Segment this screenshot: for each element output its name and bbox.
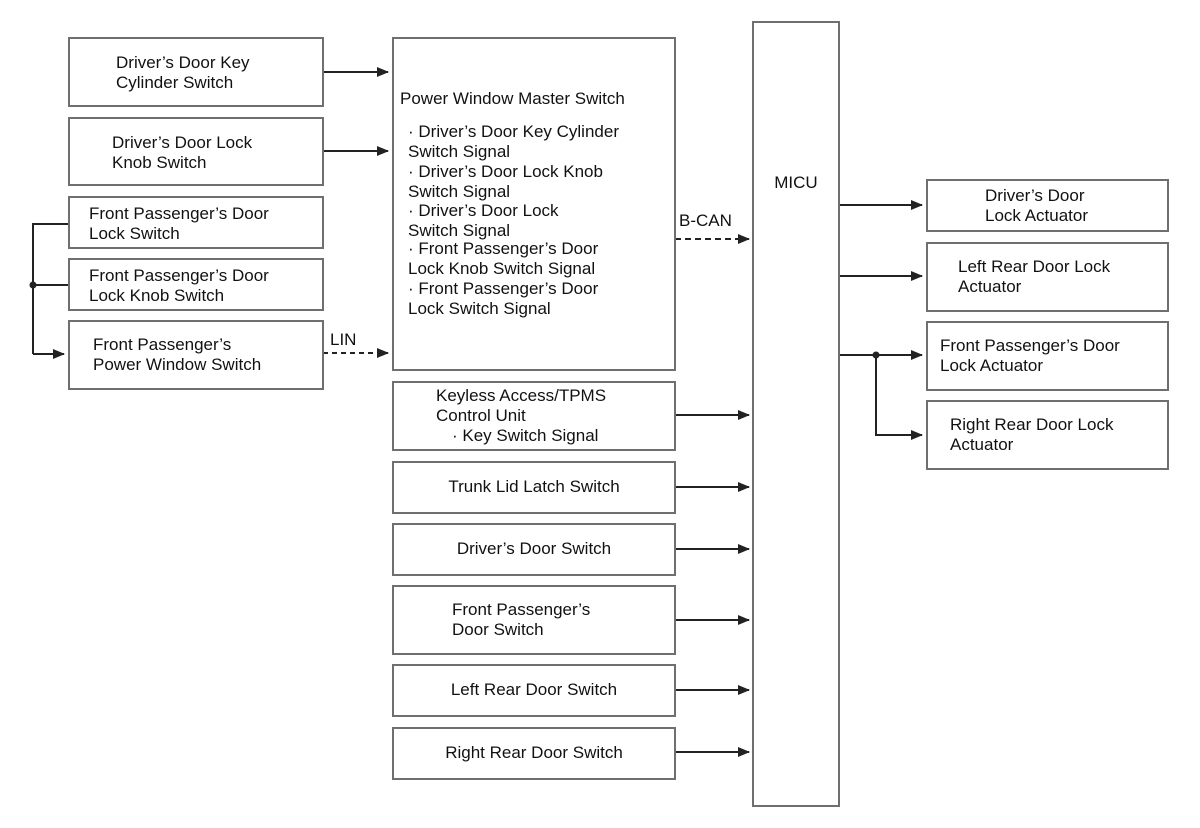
fp-act-line2: Lock Actuator (940, 356, 1044, 375)
drivers-door-lock-actuator-box: Driver’s Door Lock Actuator (926, 179, 1169, 232)
lock-knob-switch-box: Driver’s Door Lock Knob Switch (68, 117, 324, 186)
fp-act-line1: Front Passenger’s Door (940, 336, 1120, 355)
master-switch-title: Power Window Master Switch (400, 89, 625, 108)
master-signal-1: · Driver’s Door Key Cylinder (408, 122, 619, 141)
right-rear-door-switch-box: Right Rear Door Switch (392, 727, 676, 780)
keyless-line1: Keyless Access/TPMS (436, 386, 607, 405)
fp-door-lock-actuator-box: Front Passenger’s Door Lock Actuator (926, 321, 1169, 391)
right-rear-door-lock-actuator-box: Right Rear Door Lock Actuator (926, 400, 1169, 470)
fp-lock-line2: Lock Switch (89, 224, 180, 243)
fp-lock-switch-box: Front Passenger’s Door Lock Switch (68, 196, 324, 249)
keyless-line3: · Key Switch Signal (452, 426, 599, 445)
drv-act-line1: Driver’s Door (985, 186, 1085, 205)
trunk-lid-latch-switch-box: Trunk Lid Latch Switch (392, 461, 676, 514)
line-fp-branch-to-rr (875, 355, 923, 440)
lock-knob-line2: Knob Switch (112, 153, 207, 172)
master-signal-4: Switch Signal (408, 182, 511, 201)
drv-act-line2: Lock Actuator (985, 206, 1089, 225)
micu-box: MICU (752, 21, 840, 807)
lr-door-label: Left Rear Door Switch (450, 680, 618, 699)
bcan-label: B-CAN (679, 211, 732, 230)
keyless-line2: Control Unit (436, 406, 526, 425)
drivers-door-switch-box: Driver’s Door Switch (392, 523, 676, 576)
micu-label: MICU (774, 173, 818, 192)
master-signal-8: Lock Knob Switch Signal (408, 259, 596, 278)
master-signal-3: · Driver’s Door Lock Knob (408, 162, 603, 181)
master-signal-5: · Driver’s Door Lock (408, 201, 559, 220)
lin-label: LIN (330, 330, 357, 349)
key-cylinder-switch-box: Driver’s Door Key Cylinder Switch (68, 37, 324, 107)
fp-switch-bracket (32, 223, 69, 354)
fp-power-window-switch-box: Front Passenger’s Power Window Switch (68, 320, 324, 390)
key-cylinder-line1: Driver’s Door Key (116, 53, 250, 72)
fp-door-switch-box: Front Passenger’s Door Switch (392, 585, 676, 655)
fp-pws-line2: Power Window Switch (93, 355, 262, 374)
drv-door-label: Driver’s Door Switch (456, 539, 612, 558)
fp-knob-line2: Lock Knob Switch (89, 286, 225, 305)
keyless-access-tpms-box: Keyless Access/TPMS Control Unit · Key S… (392, 381, 676, 451)
trunk-label: Trunk Lid Latch Switch (448, 477, 620, 496)
fp-door-line1: Front Passenger’s (452, 600, 591, 619)
fp-lock-knob-switch-box: Front Passenger’s Door Lock Knob Switch (68, 258, 324, 311)
left-rear-door-lock-actuator-box: Left Rear Door Lock Actuator (926, 242, 1169, 312)
junction-dot-right (872, 351, 880, 359)
master-signal-9: · Front Passenger’s Door (408, 279, 599, 298)
power-window-master-switch-box: Power Window Master Switch · Driver’s Do… (392, 37, 676, 371)
fp-knob-line1: Front Passenger’s Door (89, 266, 269, 285)
fp-lock-line1: Front Passenger’s Door (89, 204, 269, 223)
master-signal-2: Switch Signal (408, 142, 511, 161)
left-rear-door-switch-box: Left Rear Door Switch (392, 664, 676, 717)
junction-dot-left (29, 281, 37, 289)
key-cylinder-line2: Cylinder Switch (116, 73, 234, 92)
master-signal-7: · Front Passenger’s Door (408, 239, 599, 258)
lock-knob-line1: Driver’s Door Lock (112, 133, 253, 152)
lr-act-line2: Actuator (958, 277, 1022, 296)
fp-pws-line1: Front Passenger’s (93, 335, 232, 354)
rr-door-label: Right Rear Door Switch (445, 743, 623, 762)
master-signal-6: Switch Signal (408, 221, 511, 240)
master-signal-10: Lock Switch Signal (408, 299, 551, 318)
rr-act-line1: Right Rear Door Lock (950, 415, 1114, 434)
lr-act-line1: Left Rear Door Lock (958, 257, 1111, 276)
rr-act-line2: Actuator (950, 435, 1014, 454)
fp-door-line2: Door Switch (452, 620, 544, 639)
